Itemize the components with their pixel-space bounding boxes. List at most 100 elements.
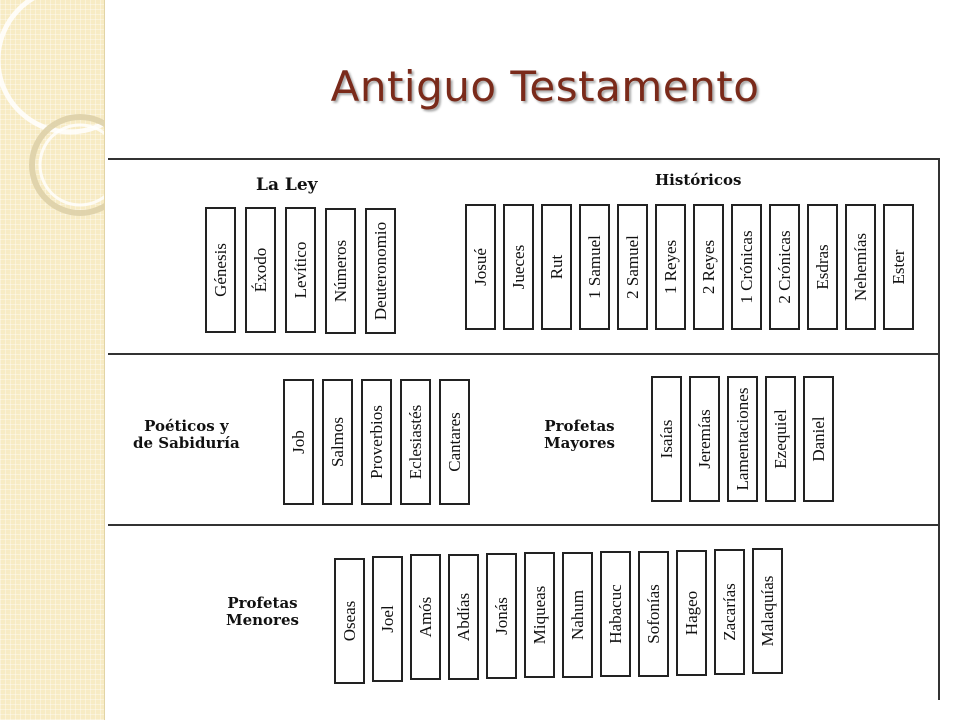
book-box: 2 Reyes — [693, 204, 724, 330]
section-label-menores: Profetas Menores — [226, 594, 299, 630]
book-name: Hageo — [681, 590, 701, 636]
book-box: Habacuc — [600, 551, 631, 677]
books-historicos: Josué Jueces Rut 1 Samuel 2 Samuel 1 Reyes 2 R… — [465, 204, 914, 330]
book-box: Génesis — [205, 207, 236, 333]
section-label-menores-line2: Menores — [226, 611, 299, 630]
book-name: Éxodo — [250, 247, 270, 293]
book-name: Job — [288, 430, 308, 454]
book-box: Ester — [883, 204, 914, 330]
book-name: 1 Crónicas — [736, 230, 756, 304]
divider-top — [108, 158, 938, 160]
book-name: Ester — [888, 249, 908, 285]
book-box: 2 Samuel — [617, 204, 648, 330]
book-box: Oseas — [334, 558, 365, 684]
book-name: 1 Reyes — [660, 239, 680, 295]
book-box: Éxodo — [245, 207, 276, 333]
book-box: Números — [325, 208, 356, 334]
book-name: Amós — [415, 596, 435, 638]
book-box: 1 Reyes — [655, 204, 686, 330]
book-name: Sofonías — [643, 584, 663, 644]
books-ley: Génesis Éxodo Levítico Números Deuteronomio — [205, 207, 396, 334]
section-label-mayores-line1: Profetas — [544, 417, 615, 435]
book-name: Jeremías — [694, 409, 714, 469]
book-box: Miqueas — [524, 552, 555, 678]
book-name: Esdras — [812, 244, 832, 290]
book-name: Zacarías — [719, 583, 739, 641]
section-label-poeticos: Poéticos y de Sabiduría — [133, 417, 240, 453]
section-label-ley: La Ley — [256, 175, 318, 195]
book-box: Salmos — [322, 379, 353, 505]
book-name: Cantares — [444, 412, 464, 472]
book-box: Daniel — [803, 376, 834, 502]
book-name: Nehemías — [850, 233, 870, 301]
book-box: Jeremías — [689, 376, 720, 502]
book-box: Rut — [541, 204, 572, 330]
book-name: Joel — [377, 605, 397, 633]
book-name: Levítico — [290, 241, 310, 299]
section-label-mayores-line2: Mayores — [544, 434, 615, 453]
section-label-poeticos-line2: de Sabiduría — [133, 434, 240, 453]
book-box: Zacarías — [714, 549, 745, 675]
book-box: Sofonías — [638, 551, 669, 677]
divider-middle — [108, 353, 938, 355]
book-box: Isaías — [651, 376, 682, 502]
book-name: Miqueas — [529, 585, 549, 645]
book-box: Esdras — [807, 204, 838, 330]
book-box: Hageo — [676, 550, 707, 676]
book-name: Jueces — [508, 244, 528, 290]
book-box: 1 Crónicas — [731, 204, 762, 330]
book-name: 2 Crónicas — [774, 230, 794, 304]
book-name: 2 Reyes — [698, 239, 718, 295]
section-label-poeticos-line1: Poéticos y — [144, 417, 229, 435]
book-name: Daniel — [808, 416, 828, 462]
book-name: Oseas — [339, 600, 359, 642]
books-poeticos: Job Salmos Proverbios Eclesiastés Cantares — [283, 379, 470, 505]
book-box: Jueces — [503, 204, 534, 330]
books-menores: Oseas Joel Amós Abdías Jonás Miqueas Nahum Haba… — [334, 548, 783, 684]
book-box: Abdías — [448, 554, 479, 680]
book-box: Malaquías — [752, 548, 783, 674]
book-name: 2 Samuel — [622, 235, 642, 299]
book-name: Números — [330, 239, 350, 303]
book-name: Génesis — [210, 243, 230, 297]
section-label-historicos: Históricos — [655, 171, 742, 189]
book-box: 1 Samuel — [579, 204, 610, 330]
decorative-circles — [0, 0, 104, 216]
book-name: Jonás — [491, 597, 511, 635]
book-box: Amós — [410, 554, 441, 680]
book-box: Josué — [465, 204, 496, 330]
book-name: Salmos — [327, 416, 347, 468]
decorative-side-panel — [0, 0, 105, 720]
book-name: Josué — [470, 248, 490, 286]
book-box: Nehemías — [845, 204, 876, 330]
book-name: Eclesiastés — [405, 404, 425, 480]
book-name: 1 Samuel — [584, 235, 604, 299]
book-name: Abdías — [453, 592, 473, 642]
book-name: Ezequiel — [770, 409, 790, 469]
section-label-mayores: Profetas Mayores — [544, 417, 615, 453]
book-name: Proverbios — [366, 405, 386, 479]
book-box: Jonás — [486, 553, 517, 679]
book-name: Malaquías — [757, 575, 777, 647]
book-box: Levítico — [285, 207, 316, 333]
book-box: Joel — [372, 556, 403, 682]
book-box: Deuteronomio — [365, 208, 396, 334]
books-mayores: Isaías Jeremías Lamentaciones Ezequiel Danie… — [651, 376, 834, 502]
book-name: Nahum — [567, 589, 587, 641]
books-chart: La Ley Génesis Éxodo Levítico Números Deuter… — [108, 158, 940, 700]
book-name: Deuteronomio — [370, 221, 390, 321]
book-box: Cantares — [439, 379, 470, 505]
book-name: Isaías — [656, 419, 676, 459]
book-box: Job — [283, 379, 314, 505]
book-box: Proverbios — [361, 379, 392, 505]
book-box: 2 Crónicas — [769, 204, 800, 330]
page-title: Antiguo Testamento — [330, 62, 760, 111]
book-name: Habacuc — [605, 584, 625, 644]
book-name: Lamentaciones — [732, 387, 752, 491]
book-box: Lamentaciones — [727, 376, 758, 502]
book-name: Rut — [546, 254, 566, 280]
divider-lower — [108, 524, 938, 526]
section-label-menores-line1: Profetas — [227, 594, 298, 612]
book-box: Ezequiel — [765, 376, 796, 502]
book-box: Eclesiastés — [400, 379, 431, 505]
